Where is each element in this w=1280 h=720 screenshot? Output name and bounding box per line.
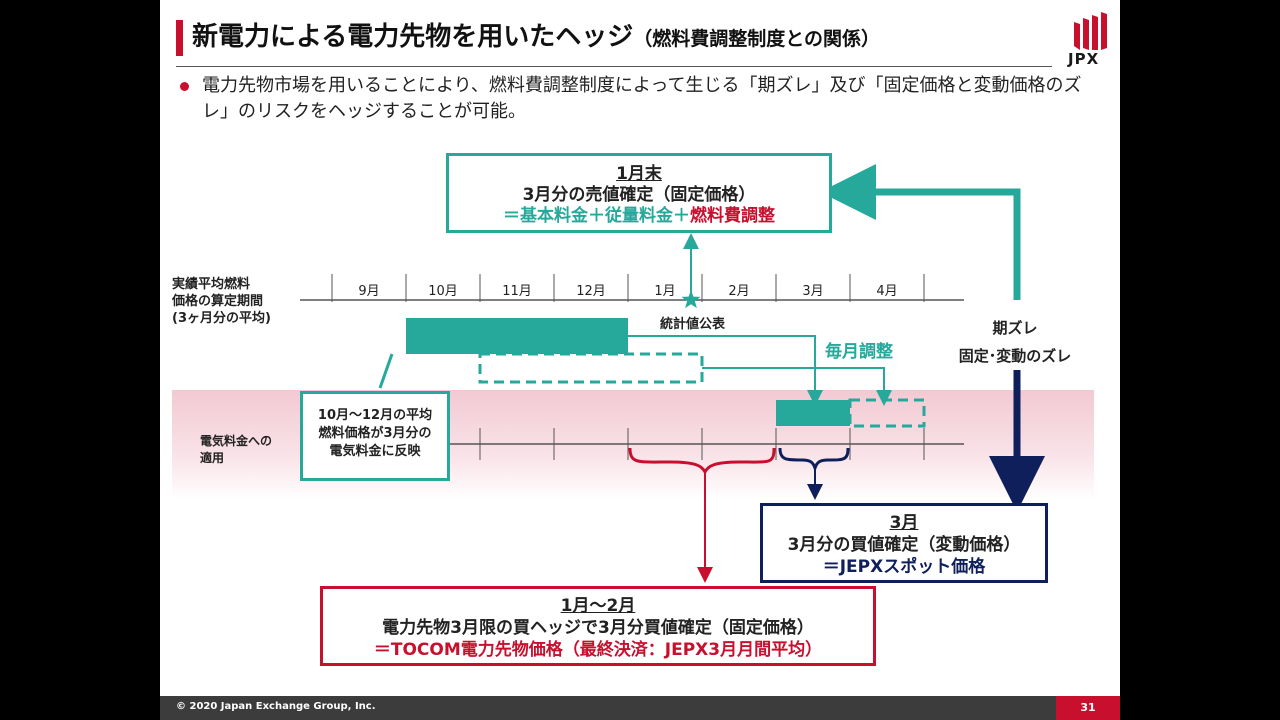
statistics-label: 統計値公表 <box>660 317 726 332</box>
monthly-adjust-label: 毎月調整 <box>825 342 893 362</box>
month-label: 4月 <box>876 284 898 299</box>
title-subtitle: （燃料費調整制度との関係） <box>633 28 881 50</box>
march-bill-bar <box>776 400 850 426</box>
jpx-logo-icon <box>1074 12 1107 50</box>
month-label: 3月 <box>802 284 824 299</box>
gap-up-arrow <box>820 164 1021 300</box>
month-label: 11月 <box>502 284 532 299</box>
march-box-line1: 3月分の買値確定（変動価格） <box>787 535 1021 555</box>
sell-box-heading: 1月末 <box>616 164 662 184</box>
title-divider <box>176 66 1052 67</box>
row2-label: 電気料金への 適用 <box>200 434 273 465</box>
buy-price-fixed-box: 1月～2月 電力先物3月限の買ヘッジで3月分買値確定（固定価格） ＝TOCOM電… <box>320 586 876 666</box>
march-box-line2: ＝JEPXスポット価格 <box>822 557 986 577</box>
sell-box-line1: 3月分の売値確定（固定価格） <box>522 185 756 205</box>
next-period-dashed-bar <box>478 352 704 384</box>
fuel-period-bar <box>406 318 628 354</box>
logo-text: JPX <box>1068 50 1100 68</box>
title-main: 新電力による電力先物を用いたヘッジ <box>192 22 634 52</box>
month-label: 12月 <box>576 284 606 299</box>
monthly-adjust-arrow-1 <box>628 335 823 406</box>
page-number: 31 <box>1056 696 1120 720</box>
sell-price-box: 1月末 3月分の売値確定（固定価格） ＝基本料金＋従量料金＋燃料費調整 <box>446 153 832 233</box>
janfeb-box-line2: ＝TOCOM電力先物価格（最終決済：JEPX3月月間平均） <box>373 640 823 660</box>
march-brace <box>778 447 850 473</box>
month-label: 9月 <box>358 284 380 299</box>
row1-label: 実績平均燃料 価格の算定期間 (3ヶ月分の平均) <box>172 277 271 326</box>
page-title: 新電力による電力先物を用いたヘッジ（燃料費調整制度との関係） <box>192 16 880 53</box>
monthly-adjust-arrow-2 <box>702 367 892 406</box>
timeline-row1 <box>300 274 964 302</box>
sell-box-line2: ＝基本料金＋従量料金＋燃料費調整 <box>503 206 775 226</box>
march-box-heading: 3月 <box>889 513 919 533</box>
footer-bar <box>160 696 1120 720</box>
buy-price-variable-box: 3月 3月分の買値確定（変動価格） ＝JEPXスポット価格 <box>760 503 1048 583</box>
star-icon <box>681 290 701 309</box>
slide: 新電力による電力先物を用いたヘッジ（燃料費調整制度との関係） JPX 電力先物市… <box>160 0 1120 720</box>
month-label: 2月 <box>728 284 750 299</box>
april-bill-dashed-bar <box>848 398 926 428</box>
janfeb-box-heading: 1月～2月 <box>560 596 636 616</box>
apply-note-box: 10月～12月の平均 燃料価格が3月分の 電気料金に反映 <box>300 391 450 481</box>
apply-box-connector <box>378 353 394 389</box>
bullet-dot-icon <box>180 82 189 91</box>
month-label: 1月 <box>654 284 676 299</box>
copyright: © 2020 Japan Exchange Group, Inc. <box>176 701 376 712</box>
month-label: 10月 <box>428 284 458 299</box>
gap-label: 期ズレ 固定･変動のズレ <box>950 314 1080 370</box>
bullet-text: 電力先物市場を用いることにより、燃料費調整制度によって生じる「期ズレ」及び「固定… <box>202 75 1082 122</box>
janfeb-box-line1: 電力先物3月限の買ヘッジで3月分買値確定（固定価格） <box>382 618 814 638</box>
title-accent-bar <box>176 20 183 56</box>
